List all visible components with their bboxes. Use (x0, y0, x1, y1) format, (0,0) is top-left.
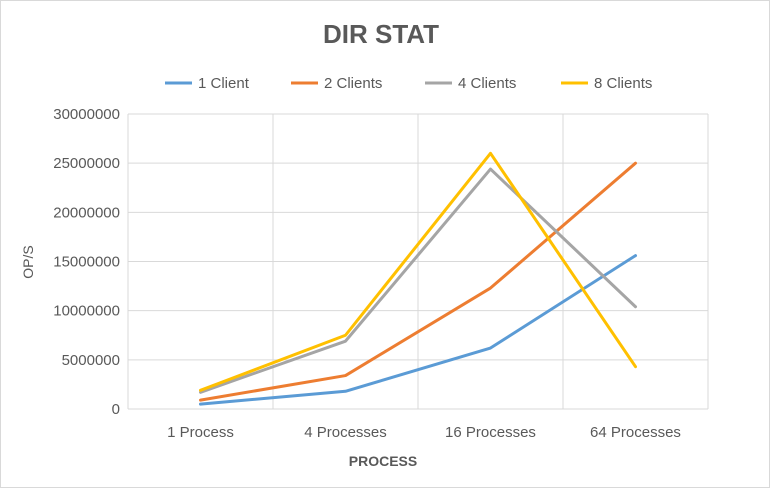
y-tick-label: 25000000 (53, 155, 120, 172)
x-axis-title: PROCESS (349, 453, 417, 469)
legend: 1 Client 2 Clients 4 Clients 8 Clients (165, 75, 652, 92)
x-axis-ticks: 1 Process 4 Processes 16 Processes 64 Proce… (167, 424, 681, 441)
x-tick-label: 16 Processes (445, 424, 536, 441)
series-line-4-clients (199, 167, 637, 394)
chart-title: DIR STAT (323, 19, 439, 49)
y-tick-label: 15000000 (53, 254, 120, 271)
legend-label: 1 Client (198, 75, 250, 92)
grid-lines (127, 113, 709, 410)
series-line-2-clients (199, 161, 637, 402)
y-tick-label: 0 (112, 401, 120, 418)
legend-label: 8 Clients (594, 75, 652, 92)
y-tick-label: 30000000 (53, 106, 120, 123)
series-lines (199, 151, 637, 406)
x-tick-label: 4 Processes (304, 424, 387, 441)
y-axis-ticks: 0 5000000 10000000 15000000 20000000 25000000… (53, 106, 120, 418)
legend-label: 2 Clients (324, 75, 382, 92)
y-tick-label: 5000000 (62, 352, 120, 369)
legend-label: 4 Clients (458, 75, 516, 92)
x-tick-label: 1 Process (167, 424, 234, 441)
series-line-1-client (199, 254, 637, 406)
y-tick-label: 10000000 (53, 303, 120, 320)
series-line-8-clients (199, 151, 637, 392)
x-tick-label: 64 Processes (590, 424, 681, 441)
y-axis-title: OP/S (20, 245, 36, 278)
y-tick-label: 20000000 (53, 204, 120, 221)
